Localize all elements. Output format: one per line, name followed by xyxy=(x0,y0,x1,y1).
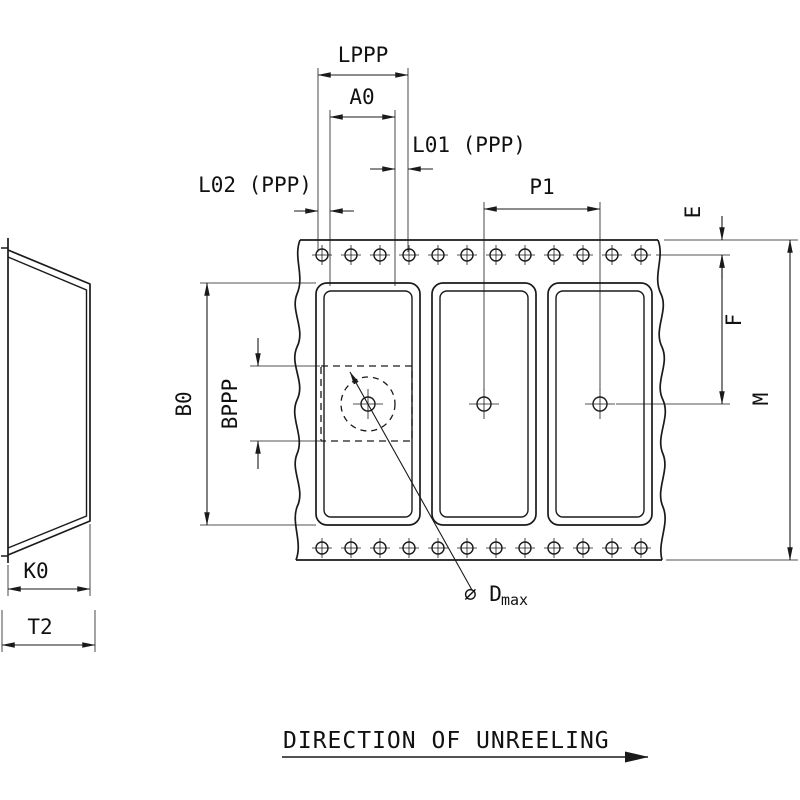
label-lppp: LPPP xyxy=(338,43,389,67)
label-dmax: ⌀ D xyxy=(464,582,502,606)
side-view-outer-profile xyxy=(7,249,91,556)
label-t2: T2 xyxy=(27,615,52,639)
dim-dmax: ⌀ D max xyxy=(349,371,528,609)
label-m: M xyxy=(749,393,773,406)
dim-m: M xyxy=(666,239,798,561)
pocket-1-outer xyxy=(315,282,421,526)
dashed-pocket-outline xyxy=(320,365,413,442)
dim-l01: L01 (PPP) xyxy=(370,133,526,172)
dmax-leader xyxy=(349,371,473,591)
label-dmax-sub: max xyxy=(501,591,528,609)
dim-a0: A0 xyxy=(329,85,396,286)
label-l01: L01 (PPP) xyxy=(412,133,526,157)
sprocket-holes-bottom xyxy=(311,537,652,559)
label-b0: B0 xyxy=(172,391,196,416)
dim-t2: T2 xyxy=(1,610,96,652)
label-e: E xyxy=(681,206,705,219)
direction-caption: DIRECTION OF UNREELING xyxy=(282,728,649,763)
dim-e: E xyxy=(656,206,798,279)
pocket-1 xyxy=(315,282,421,526)
pocket-1-inner xyxy=(323,290,413,518)
label-a0: A0 xyxy=(349,85,374,109)
dim-p1: P1 xyxy=(483,175,601,390)
label-l02: L02 (PPP) xyxy=(198,173,312,197)
dim-lppp: LPPP xyxy=(317,43,409,252)
label-f: F xyxy=(722,314,746,327)
caption-text: DIRECTION OF UNREELING xyxy=(283,728,610,754)
dashed-hole-circle xyxy=(340,376,396,432)
tape-torn-edge-left xyxy=(293,239,301,561)
label-p1: P1 xyxy=(529,175,554,199)
dim-f: F xyxy=(616,254,746,405)
dim-k0: K0 xyxy=(7,524,91,596)
tape-torn-edge-right xyxy=(656,239,667,561)
label-k0: K0 xyxy=(23,559,48,583)
pocket-2-center-hole xyxy=(468,388,500,420)
side-view xyxy=(1,238,91,563)
pocket-3-center-hole xyxy=(584,388,616,420)
carrier-tape xyxy=(293,239,667,561)
side-view-inner-profile xyxy=(7,256,88,549)
label-bppp: BPPP xyxy=(218,379,242,430)
dim-l02: L02 (PPP) xyxy=(198,173,354,214)
side-view-flange-ticks xyxy=(1,247,8,557)
dim-b0: B0 xyxy=(172,282,316,526)
dim-bppp: BPPP xyxy=(218,338,320,469)
